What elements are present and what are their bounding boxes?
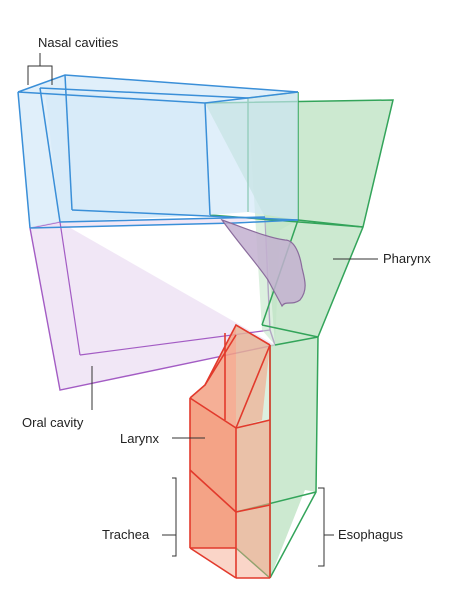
nasal-cavities-box bbox=[17, 74, 299, 229]
label-trachea: Trachea bbox=[102, 527, 150, 542]
label-esophagus: Esophagus bbox=[338, 527, 404, 542]
trachea-side bbox=[236, 420, 270, 578]
nasal-inner-face bbox=[45, 90, 210, 222]
label-nasal-cavities: Nasal cavities bbox=[38, 35, 119, 50]
labels: Nasal cavities Pharynx Oral cavity Laryn… bbox=[22, 35, 431, 567]
label-larynx: Larynx bbox=[120, 431, 160, 446]
oral-top-face bbox=[30, 217, 265, 228]
larynx-side bbox=[236, 325, 270, 428]
trachea-bottom bbox=[190, 548, 270, 578]
label-pharynx: Pharynx bbox=[383, 251, 431, 266]
label-oral-cavity: Oral cavity bbox=[22, 415, 84, 430]
leader-trachea bbox=[172, 477, 177, 557]
larynx-trachea bbox=[189, 323, 271, 579]
trachea-front bbox=[190, 398, 236, 548]
soft-palate-shape bbox=[220, 218, 306, 308]
esophagus-tube bbox=[270, 337, 318, 578]
oral-front-face bbox=[30, 222, 275, 390]
leader-esophagus bbox=[318, 487, 325, 567]
